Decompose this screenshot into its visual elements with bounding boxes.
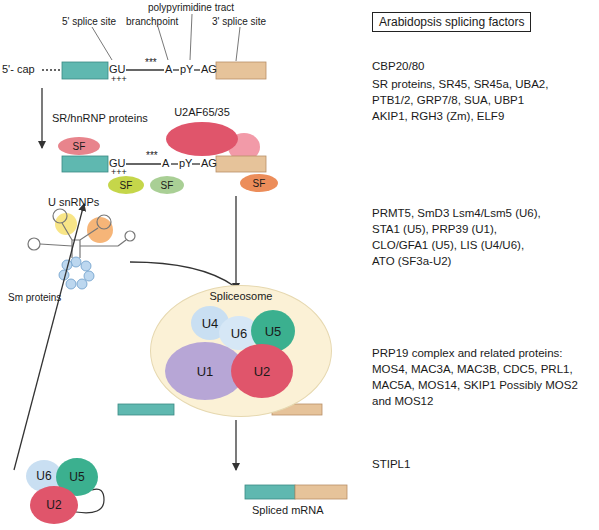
intron-line	[192, 163, 200, 164]
leader-line	[190, 14, 192, 60]
product-label: Spliced mRNA	[252, 504, 324, 517]
node-text: U5	[265, 324, 282, 339]
factor-list: SR proteins, SR45, SR45a, UBA2, PTB1/2, …	[372, 76, 557, 124]
node-text: U4	[202, 316, 219, 331]
sm-protein	[71, 257, 81, 267]
flow-arrow	[235, 420, 236, 470]
intron-line	[194, 69, 200, 70]
rna-stem	[40, 223, 126, 258]
sequence-motif: +++	[111, 74, 127, 84]
node-text: U2	[46, 498, 61, 512]
step-label: U snRNPs	[48, 196, 99, 209]
sm-protein	[66, 279, 76, 289]
sequence-motif: A	[162, 157, 169, 170]
sequence-motif: ***	[145, 57, 157, 69]
intron-line	[126, 163, 161, 164]
exon-box	[62, 156, 108, 172]
node-text: SF	[73, 141, 86, 152]
exon-box	[118, 404, 174, 415]
site-label: polypyrimidine tract	[148, 2, 234, 14]
u2af-ellipse: U2AF65/35	[166, 122, 238, 156]
node-text: U6	[231, 326, 248, 341]
spliceosome-ellipse: SpliceosomeU4U6 U5U1 U2	[150, 285, 332, 417]
recycle-arrow	[14, 204, 84, 470]
cap-dotted-line	[42, 69, 62, 71]
factor-list: CBP20/80	[372, 60, 424, 73]
node-text: SF	[161, 180, 174, 191]
snrnp-protein	[87, 217, 113, 243]
leader-line	[92, 27, 112, 60]
node-text: Arabidopsis splicing factors	[379, 15, 524, 29]
sequence-motif: AG	[201, 63, 217, 76]
sm-protein	[77, 279, 87, 289]
intron-line	[126, 69, 164, 70]
factor-list: STIPL1	[372, 458, 410, 471]
node-text: U6	[36, 469, 51, 483]
sequence-motif: pY	[179, 157, 192, 170]
factor-list: PRMT5, SmD3 Lsm4/Lsm5 (U6), STA1 (U5), P…	[372, 205, 544, 269]
sequence-motif: AG	[201, 157, 217, 170]
node-text: U2	[254, 364, 271, 379]
flow-arrow	[41, 88, 42, 148]
sf-ellipse: SF	[58, 137, 100, 155]
legend-title-box: Arabidopsis splicing factors	[372, 12, 531, 32]
sequence-motif: A	[165, 63, 172, 76]
node-text: SF	[120, 180, 133, 191]
exon-box	[295, 485, 347, 499]
intron-line	[171, 163, 178, 164]
sequence-motif: GU	[109, 63, 126, 76]
site-label: 3' splice site	[212, 16, 266, 28]
sf-ellipse: SF	[240, 174, 278, 192]
exon-box	[216, 156, 266, 172]
exon-box	[245, 485, 295, 499]
sf-ellipse: SF	[150, 176, 184, 194]
snrnp-protein	[55, 213, 77, 235]
intron-line	[173, 69, 179, 70]
sequence-motif: pY	[180, 63, 193, 76]
rna-loop	[28, 238, 40, 250]
sm-ring	[59, 257, 94, 289]
node-text: SF	[253, 178, 266, 189]
join-curve	[130, 262, 234, 286]
snrnp-circle: U2	[231, 344, 293, 398]
snrnp-circle: U2	[30, 486, 78, 524]
step-label: Sm proteins	[8, 292, 61, 304]
cap-label: 5'- cap	[2, 63, 35, 76]
node-text: Spliceosome	[210, 290, 273, 302]
node-text: U5	[69, 470, 84, 484]
step-label: SR/hnRNP proteins	[52, 112, 148, 125]
node-text: U2AF65/35	[174, 106, 230, 118]
exon-box	[216, 62, 266, 79]
rna-loop	[125, 231, 135, 241]
node-text: U1	[197, 364, 214, 379]
exon-box	[62, 62, 108, 79]
rna-loop	[97, 215, 111, 229]
sm-protein	[84, 271, 94, 281]
sequence-motif: ***	[146, 150, 158, 162]
site-label: 5' splice site	[62, 16, 116, 28]
sequence-motif: +++	[111, 167, 127, 177]
sm-protein	[81, 261, 91, 271]
factor-list: PRP19 complex and related proteins: MOS4…	[372, 345, 597, 409]
site-label: branchpoint	[126, 16, 178, 28]
leader-line	[158, 27, 168, 60]
flow-arrow	[235, 196, 236, 290]
rna-loop	[53, 209, 67, 223]
sf-ellipse: SF	[108, 176, 144, 194]
leader-line	[236, 27, 240, 61]
